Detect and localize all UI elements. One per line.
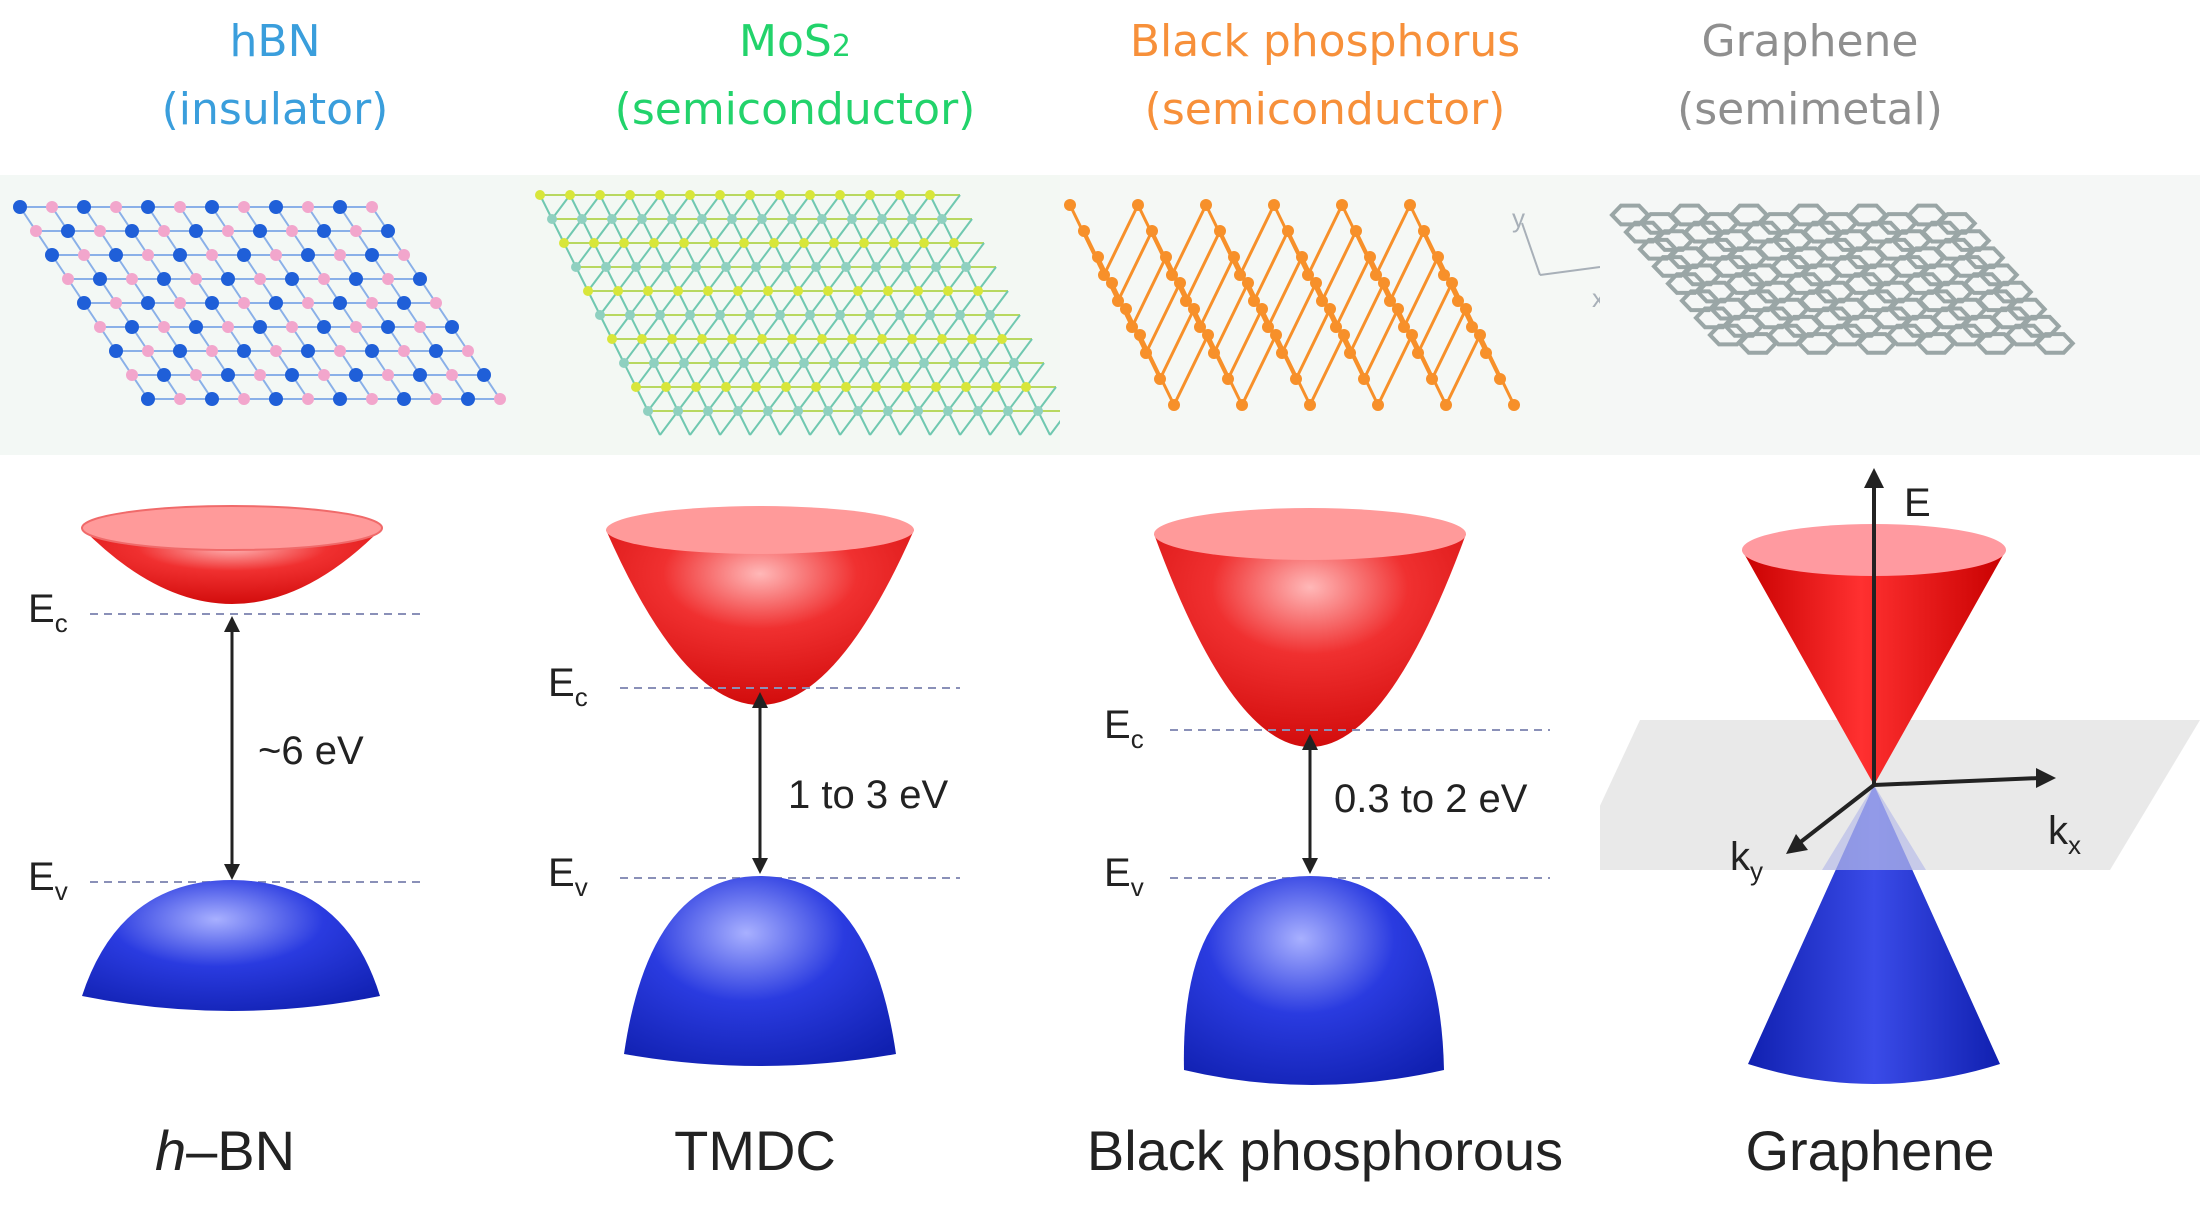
panel-title-hbn: hBN [229, 16, 321, 67]
mos2-bottom-label: TMDC [674, 1119, 836, 1182]
graphene-lattice-illustration [1600, 175, 2200, 455]
bp-atoms [1064, 199, 1520, 411]
hbn-ec-label: E [28, 587, 55, 631]
panel-mos2: MoS2 (semiconductor) Ec Ev 1 t [520, 0, 1070, 1216]
panel-subtitle-black-phosphorus: (semiconductor) [1144, 84, 1506, 135]
graphene-atoms [1609, 203, 2076, 355]
bp-valence-band [1183, 876, 1444, 1085]
mos2-atoms [535, 190, 1069, 436]
svg-text:kx: kx [2048, 809, 2081, 860]
graphene-band-diagram: E ky kx [1600, 468, 2200, 1084]
bp-conduction-band [1154, 534, 1466, 747]
bp-axes-indicator [1521, 222, 1601, 276]
bp-gap-label: 0.3 to 2 eV [1334, 777, 1528, 821]
hbn-ev-label: E [28, 855, 55, 899]
panel-title-black-phosphorus: Black phosphorus [1129, 16, 1521, 67]
svg-text:Ec: Ec [548, 661, 588, 712]
bp-axis-y: y [1512, 203, 1525, 233]
svg-text:Ec: Ec [1104, 703, 1144, 754]
panel-title-mos2: MoS2 [739, 16, 851, 67]
panel-graphene: Graphene (semimetal) [1600, 0, 2200, 1216]
hbn-gap-label: ~6 eV [258, 729, 364, 773]
bp-lattice-illustration: y x [1060, 175, 1610, 455]
panel-title-graphene: Graphene [1701, 16, 1919, 67]
svg-text:Ec: Ec [28, 587, 68, 638]
hbn-band-diagram: Ec Ev ~6 eV [28, 505, 420, 1011]
mos2-conduction-band [606, 530, 914, 705]
graphene-valence-cone [1748, 785, 2000, 1084]
panel-hbn: hBN (insulator) [0, 0, 550, 1216]
hbn-bottom-label: h–BN [154, 1119, 296, 1182]
panel-black-phosphorus: Black phosphorus (semiconductor) y x [1060, 0, 1610, 1216]
mos2-valence-band [624, 876, 896, 1066]
svg-text:Ev: Ev [28, 855, 68, 906]
svg-text:ky: ky [1730, 835, 1763, 886]
svg-text:Ev: Ev [1104, 851, 1144, 902]
bp-band-diagram: Ec Ev 0.3 to 2 eV [1104, 508, 1550, 1085]
bp-bottom-label: Black phosphorous [1086, 1119, 1564, 1182]
graphene-axis-e: E [1904, 481, 1931, 525]
graphene-kx-label: k [2048, 809, 2069, 853]
graphene-kx-axis [1873, 776, 2041, 787]
panel-subtitle-mos2: (semiconductor) [614, 84, 976, 135]
graphene-bottom-label: Graphene [1745, 1119, 1995, 1182]
panel-subtitle-graphene: (semimetal) [1677, 84, 1943, 135]
graphene-ky-axis [1796, 783, 1876, 846]
graphene-ky-label: k [1730, 835, 1751, 879]
mos2-ev-label: E [548, 851, 575, 895]
hbn-lattice-illustration [0, 175, 550, 455]
graphene-k-plane [1600, 720, 2200, 870]
panel-subtitle-hbn: (insulator) [161, 84, 389, 135]
mos2-ec-label: E [548, 661, 575, 705]
mos2-band-diagram: Ec Ev 1 to 3 eV [548, 506, 960, 1066]
bp-ev-label: E [1104, 851, 1131, 895]
bp-ec-label: E [1104, 703, 1131, 747]
svg-text:Ev: Ev [548, 851, 588, 902]
hbn-valence-band [82, 880, 380, 1011]
mos2-gap-label: 1 to 3 eV [788, 773, 948, 817]
mos2-lattice-illustration [520, 175, 1070, 455]
hbn-atoms [13, 200, 506, 406]
